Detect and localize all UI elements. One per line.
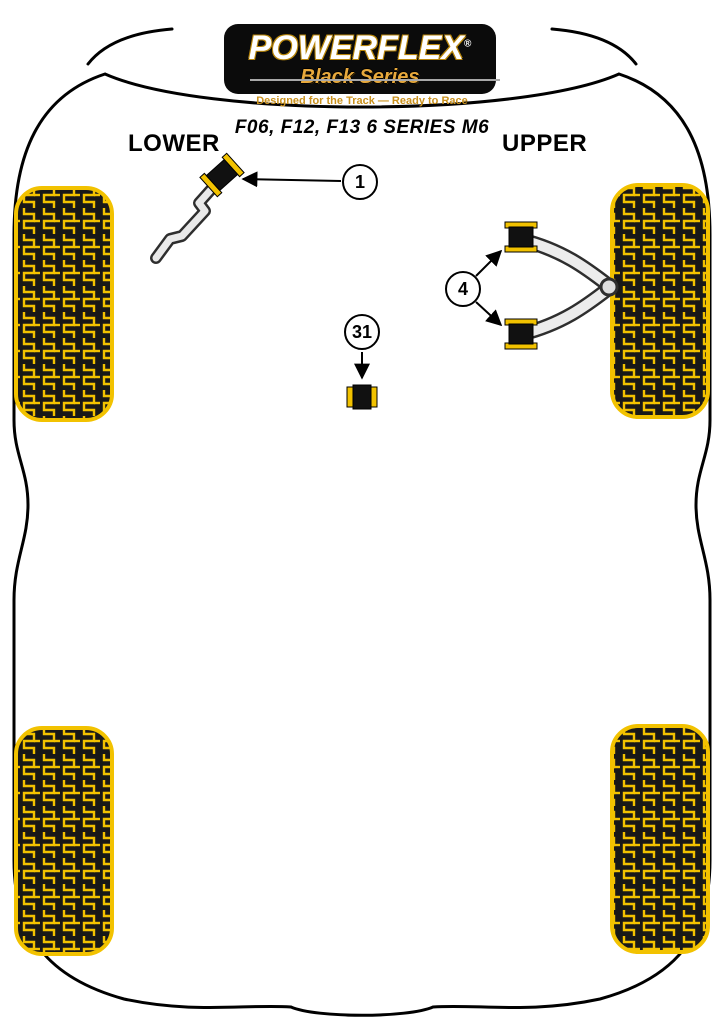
registered-mark: ® [463, 38, 472, 50]
callout-31[interactable]: 31 [344, 314, 380, 350]
tire-rear-right [610, 724, 710, 954]
callout-4-arrow-down [475, 301, 503, 327]
lower-control-arm [150, 178, 222, 264]
callout-31-number: 31 [351, 321, 373, 342]
mount-bushing-31 [346, 384, 378, 410]
tire-front-left [14, 186, 114, 422]
powerflex-logo: POWERFLEX® Black Series [224, 24, 496, 94]
powerflex-wordmark: POWERFLEX® [249, 31, 472, 65]
tire-front-right [610, 183, 710, 419]
callout-4-arrow-up [475, 249, 503, 277]
callout-4-number: 4 [457, 278, 468, 299]
callout-1-number: 1 [354, 171, 365, 192]
wishbone-ball-joint [599, 277, 619, 297]
callout-4[interactable]: 4 [445, 271, 481, 307]
callout-1-arrow [241, 171, 342, 188]
callout-1[interactable]: 1 [342, 164, 378, 200]
series-strikethrough-line [250, 79, 500, 81]
upper-wishbone-front-bushing [504, 221, 538, 253]
brand-text: POWERFLEX [248, 29, 464, 67]
upper-wishbone [514, 232, 619, 342]
fitment-title: F06, F12, F13 6 SERIES M6 [234, 117, 490, 138]
front-left-corner-arc [86, 27, 174, 66]
lower-arm-bushing [199, 152, 245, 198]
car-body-outline [12, 72, 712, 1017]
label-lower: LOWER [128, 130, 220, 157]
upper-wishbone-rear-bushing [504, 318, 538, 350]
tire-rear-left [14, 726, 114, 956]
logo-tagline: Designed for the Track — Ready to Race [256, 95, 468, 107]
black-series-text: Black Series [300, 66, 420, 88]
front-right-corner-arc [550, 27, 638, 66]
label-upper: UPPER [502, 130, 588, 157]
